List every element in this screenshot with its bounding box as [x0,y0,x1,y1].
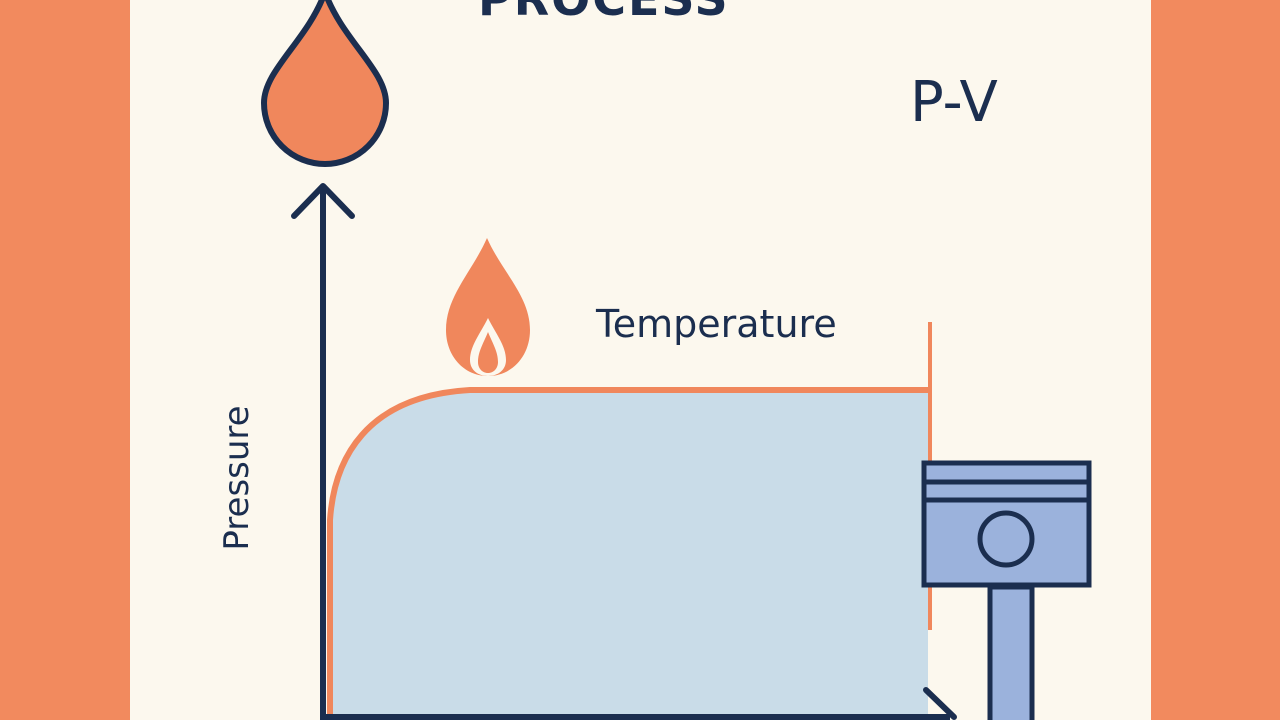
x-axis-arrowhead [923,687,957,720]
diagram-label: P-V [910,70,998,135]
temperature-curve [327,387,930,720]
y-axis-arrowhead [291,183,355,219]
curve-label: Temperature [596,302,837,346]
page-title: PROCESS [478,0,730,26]
flame-icon [446,238,530,376]
y-axis-label: Pressure [217,405,257,551]
droplet-icon [261,0,389,167]
process-area [330,390,928,720]
piston-icon [921,460,1092,720]
